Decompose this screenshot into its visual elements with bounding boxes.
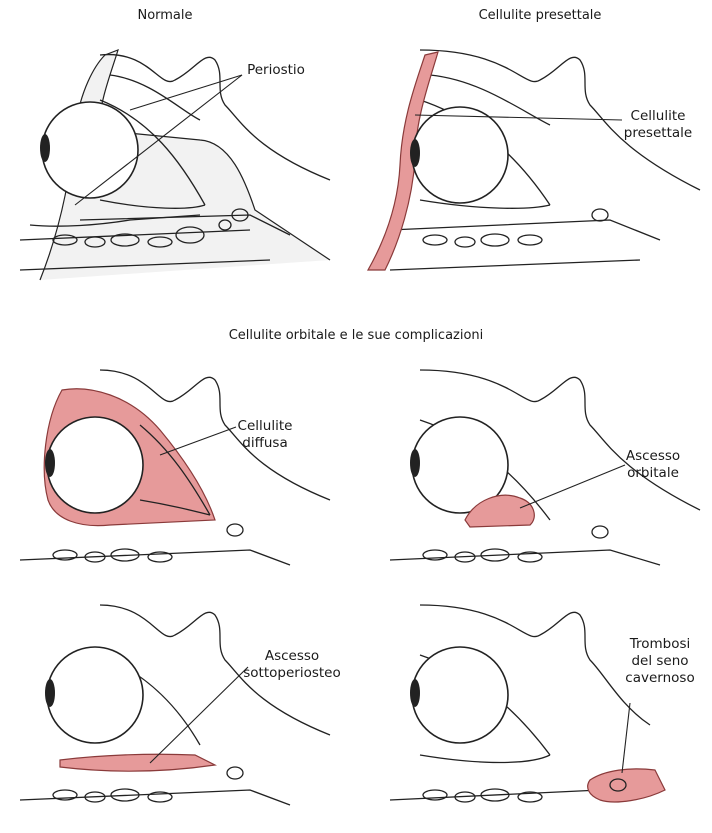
label-preseptal-line1: Cellulite bbox=[624, 108, 692, 125]
label-thrombosis-line1: Trombosi bbox=[625, 636, 694, 653]
panel-preseptal bbox=[360, 30, 712, 290]
abscess-leader bbox=[520, 465, 625, 508]
panel-diffuse bbox=[0, 360, 330, 590]
panel-thrombosis bbox=[360, 595, 712, 830]
label-subperiosteal-line2: sottoperiosteo bbox=[243, 665, 340, 682]
label-abscess: Ascesso orbitale bbox=[626, 448, 680, 482]
label-thrombosis: Trombosi del seno cavernoso bbox=[625, 636, 694, 687]
label-subperiosteal: Ascesso sottoperiosteo bbox=[243, 648, 340, 682]
label-diffuse-line1: Cellulite bbox=[238, 418, 293, 435]
eye-globe bbox=[40, 102, 138, 198]
label-thrombosis-line3: cavernoso bbox=[625, 670, 694, 687]
thrombosis-leader bbox=[622, 703, 630, 773]
label-abscess-line1: Ascesso bbox=[626, 448, 680, 465]
title-preseptal: Cellulite presettale bbox=[479, 8, 602, 23]
label-diffuse: Cellulite diffusa bbox=[238, 418, 293, 452]
cornea-icon bbox=[410, 139, 420, 167]
diffuse-leader bbox=[160, 427, 236, 455]
cornea-icon bbox=[410, 449, 420, 477]
label-abscess-line2: orbitale bbox=[626, 465, 680, 482]
eye-globe bbox=[45, 417, 143, 513]
title-orbital-section: Cellulite orbitale e le sue complicazion… bbox=[229, 328, 484, 343]
subperiosteal-abscess-region bbox=[60, 754, 215, 771]
eye-globe bbox=[410, 647, 508, 743]
label-thrombosis-line2: del seno bbox=[625, 653, 694, 670]
eye-globe bbox=[410, 107, 508, 203]
panel-subperiosteal bbox=[0, 595, 330, 830]
label-periosteum: Periostio bbox=[247, 62, 305, 79]
cornea-icon bbox=[45, 449, 55, 477]
eye-globe bbox=[45, 647, 143, 743]
label-preseptal-line2: presettale bbox=[624, 125, 692, 142]
cornea-icon bbox=[45, 679, 55, 707]
cornea-icon bbox=[410, 679, 420, 707]
label-diffuse-line2: diffusa bbox=[238, 435, 293, 452]
label-subperiosteal-line1: Ascesso bbox=[243, 648, 340, 665]
cornea-icon bbox=[40, 134, 50, 162]
title-normal: Normale bbox=[137, 8, 192, 23]
label-preseptal: Cellulite presettale bbox=[624, 108, 692, 142]
subperiosteal-leader bbox=[150, 667, 248, 763]
